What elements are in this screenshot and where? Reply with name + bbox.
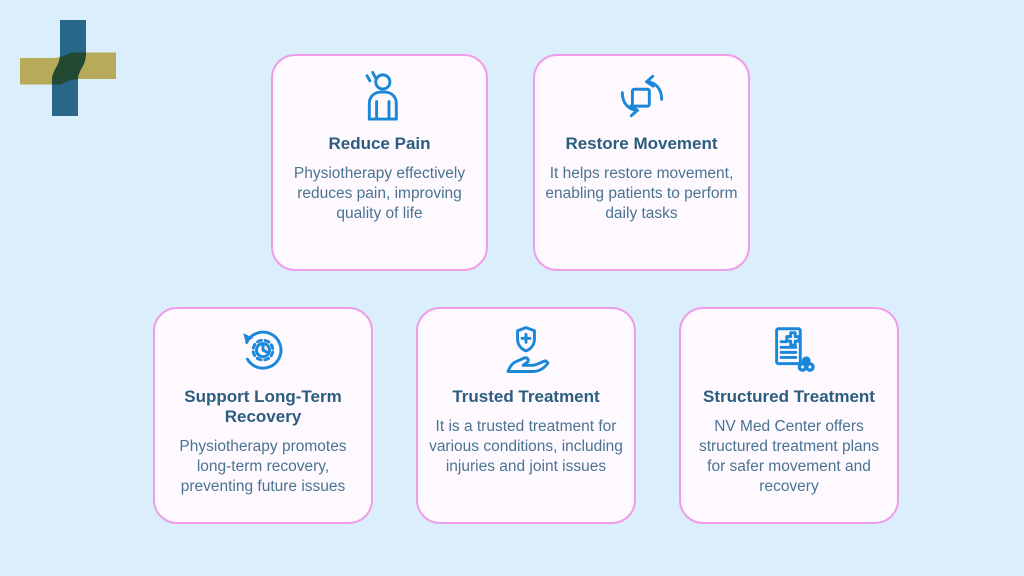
card-reduce-pain: Reduce Pain Physiotherapy effectively re… xyxy=(271,54,488,271)
person-pain-icon xyxy=(281,69,478,125)
medical-cross-logo-icon xyxy=(20,20,116,116)
card-description: Physiotherapy effectively reduces pain, … xyxy=(293,165,466,223)
card-restore-movement: Restore Movement It helps restore moveme… xyxy=(533,54,750,271)
card-title: Restore Movement xyxy=(565,134,718,153)
card-support-long-term-recovery: Support Long-Term Recovery Physiotherapy… xyxy=(153,307,373,524)
gear-clock-cycle-icon xyxy=(163,322,363,378)
card-title: Structured Treatment xyxy=(703,387,875,406)
hand-shield-icon xyxy=(426,322,626,378)
medical-document-pills-icon xyxy=(689,322,889,378)
card-trusted-treatment: Trusted Treatment It is a trusted treatm… xyxy=(416,307,636,524)
card-structured-treatment: Structured Treatment NV Med Center offer… xyxy=(679,307,899,524)
rotate-square-icon xyxy=(543,69,740,125)
nv-med-center-logo xyxy=(16,16,116,120)
card-title: Trusted Treatment xyxy=(452,387,600,406)
card-description: NV Med Center offers structured treatmen… xyxy=(698,418,880,496)
card-description: It helps restore movement, enabling pati… xyxy=(545,165,738,223)
card-description: It is a trusted treatment for various co… xyxy=(429,418,623,476)
card-title: Reduce Pain xyxy=(328,134,431,153)
card-title: Support Long-Term Recovery xyxy=(184,387,342,427)
card-description: Physiotherapy promotes long-term recover… xyxy=(179,438,347,496)
